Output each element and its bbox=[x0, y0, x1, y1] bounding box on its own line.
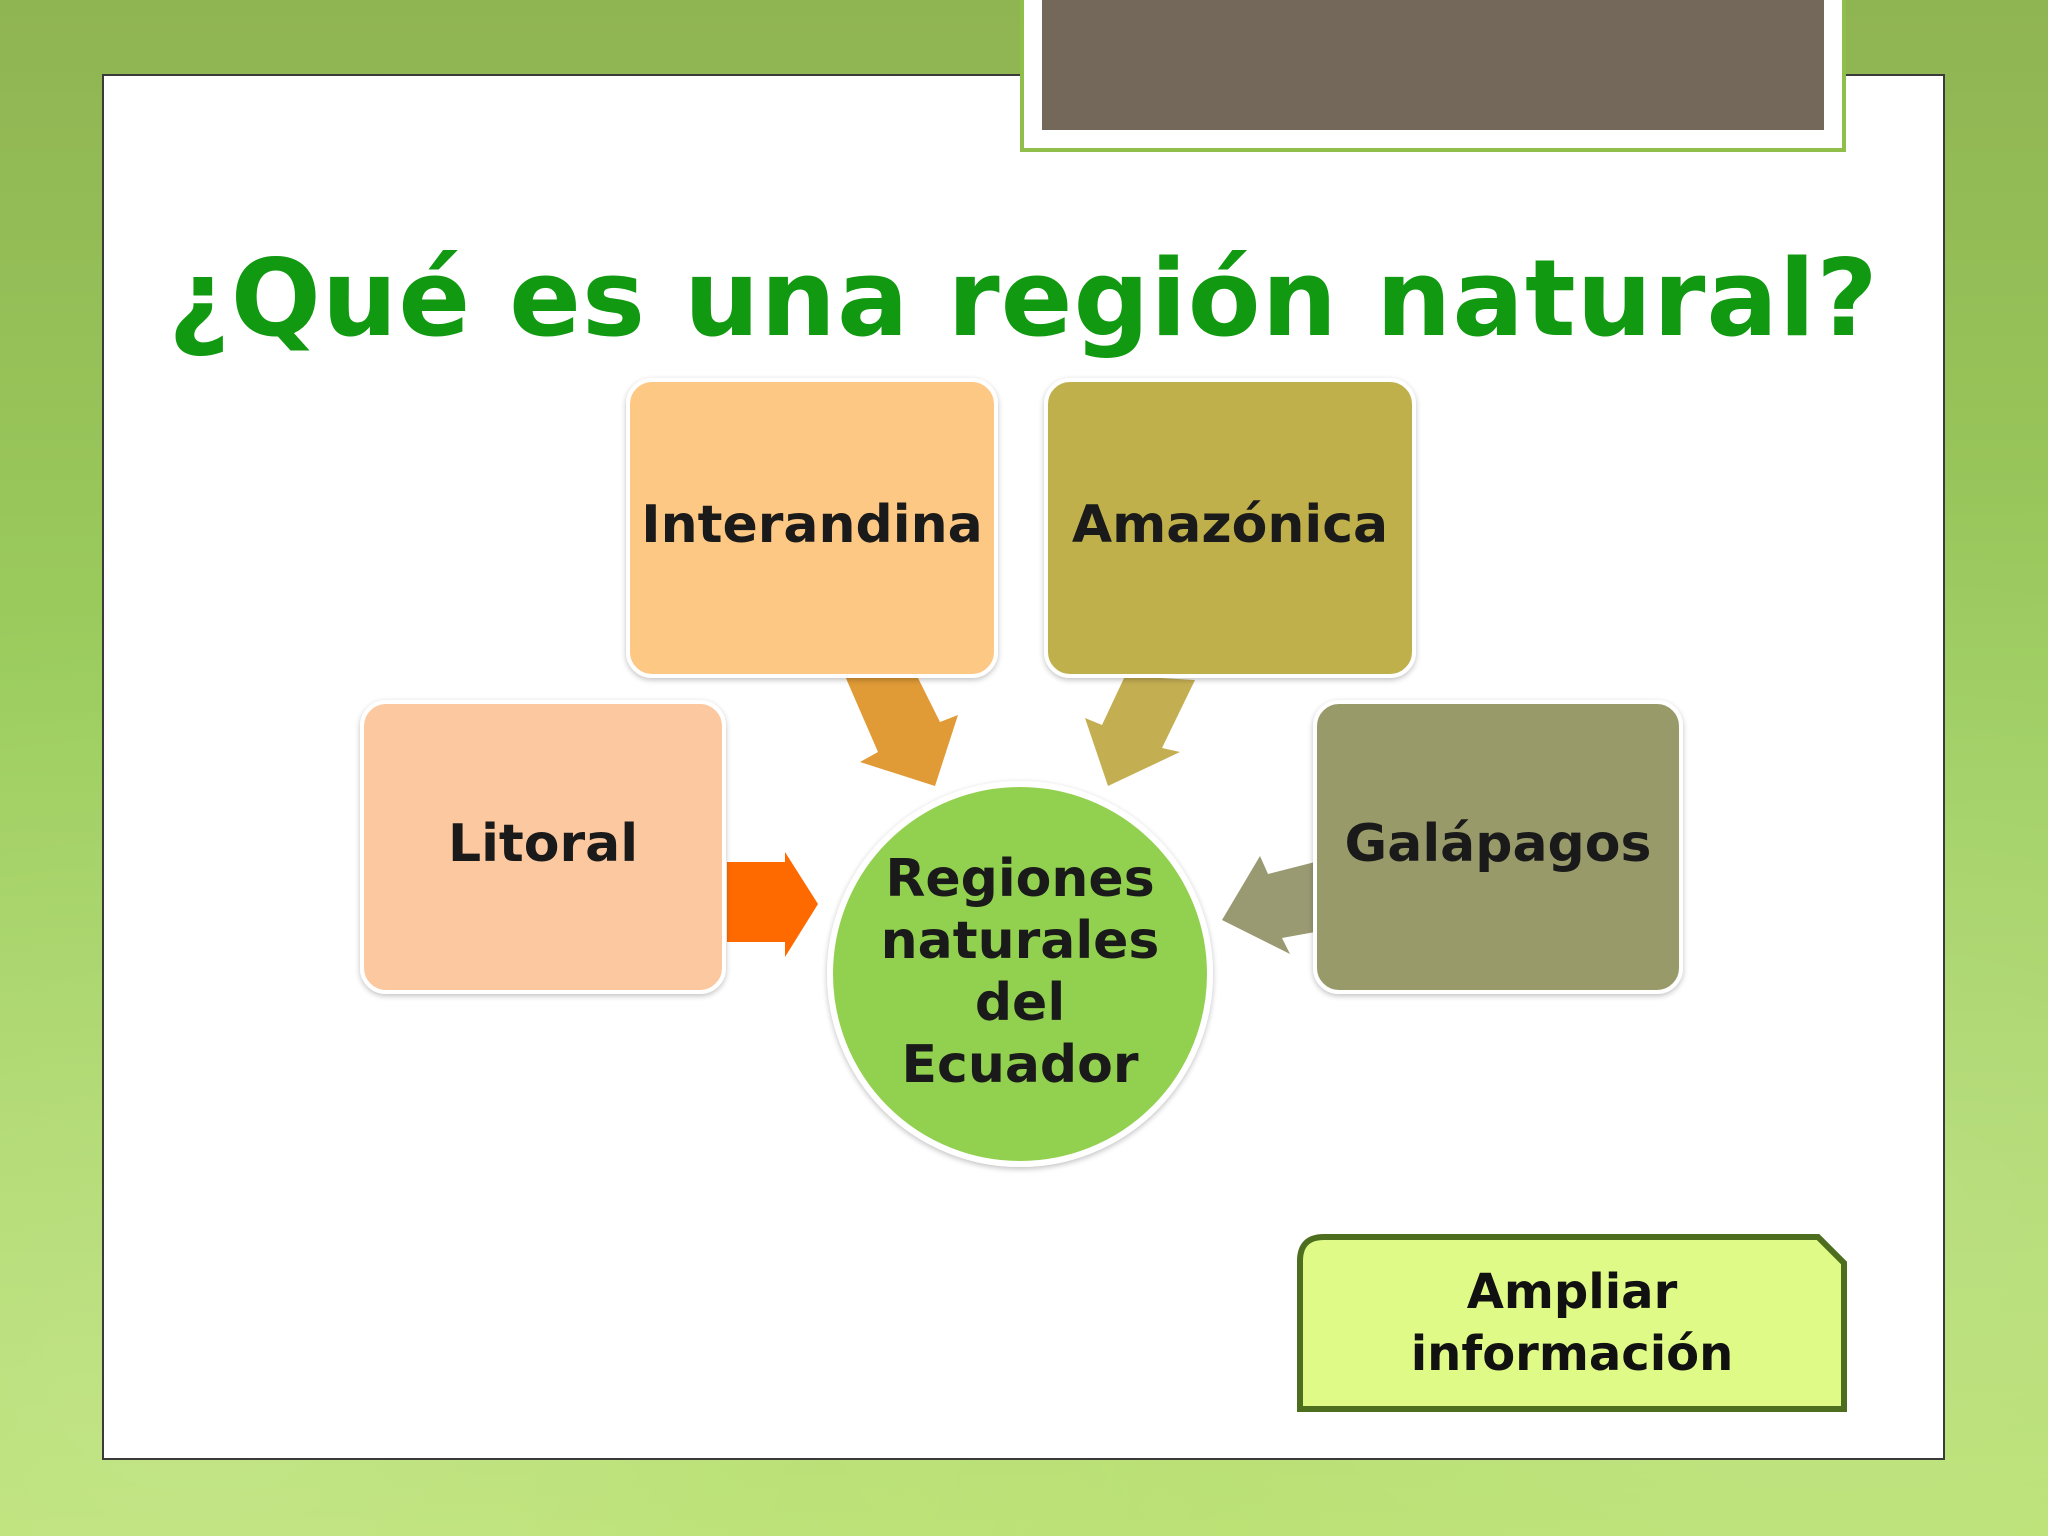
center-label-line-3: del bbox=[975, 973, 1065, 1033]
region-galapagos: Galápagos bbox=[1313, 700, 1683, 994]
arrow-interandina bbox=[845, 672, 958, 786]
more-info-button[interactable]: Ampliar información bbox=[1296, 1233, 1848, 1413]
arrow-galapagos bbox=[1222, 856, 1315, 954]
region-label-amazonica: Amazónica bbox=[1072, 495, 1388, 555]
center-label-line-1: Regiones bbox=[885, 849, 1154, 909]
region-label-galapagos: Galápagos bbox=[1345, 814, 1652, 874]
arrow-litoral bbox=[727, 852, 818, 957]
center-node: Regiones naturales del Ecuador bbox=[827, 781, 1213, 1167]
region-litoral: Litoral bbox=[360, 700, 726, 994]
more-info-button-label: Ampliar información bbox=[1410, 1264, 1734, 1382]
region-label-interandina: Interandina bbox=[641, 495, 982, 555]
slide-title: ¿Qué es una región natural? bbox=[168, 237, 1879, 360]
region-interandina: Interandina bbox=[626, 378, 998, 678]
more-info-button-shape bbox=[1297, 1234, 1847, 1412]
center-label-line-2: naturales bbox=[881, 911, 1160, 971]
header-tab-fill bbox=[1042, 0, 1824, 130]
region-label-litoral: Litoral bbox=[448, 814, 638, 874]
header-tab bbox=[1020, 0, 1846, 152]
region-amazonica: Amazónica bbox=[1044, 378, 1416, 678]
arrow-amazonica bbox=[1085, 676, 1195, 786]
center-label-line-4: Ecuador bbox=[901, 1035, 1138, 1095]
